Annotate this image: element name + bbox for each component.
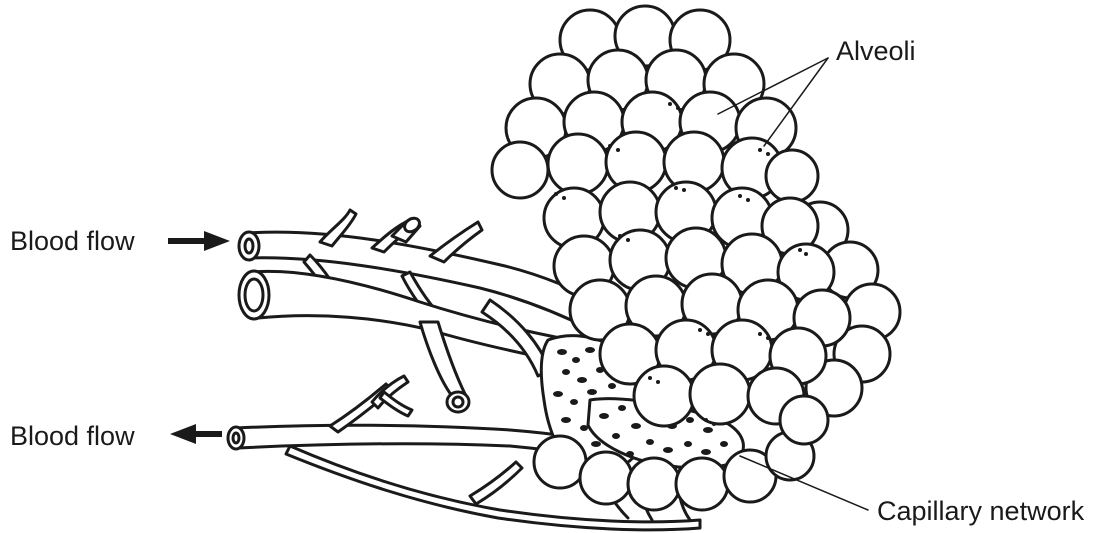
alveoli-label: Alveoli xyxy=(836,36,916,66)
lower-sweep-twig xyxy=(470,462,522,504)
outflow-twig xyxy=(380,392,412,416)
arrow-left-icon xyxy=(170,424,222,444)
capillary-network-label: Capillary network xyxy=(877,496,1084,526)
blood-flow-out-label: Blood flow xyxy=(10,421,135,451)
blood-flow-in-label: Blood flow xyxy=(10,226,135,256)
arrow-right-icon xyxy=(168,231,230,251)
